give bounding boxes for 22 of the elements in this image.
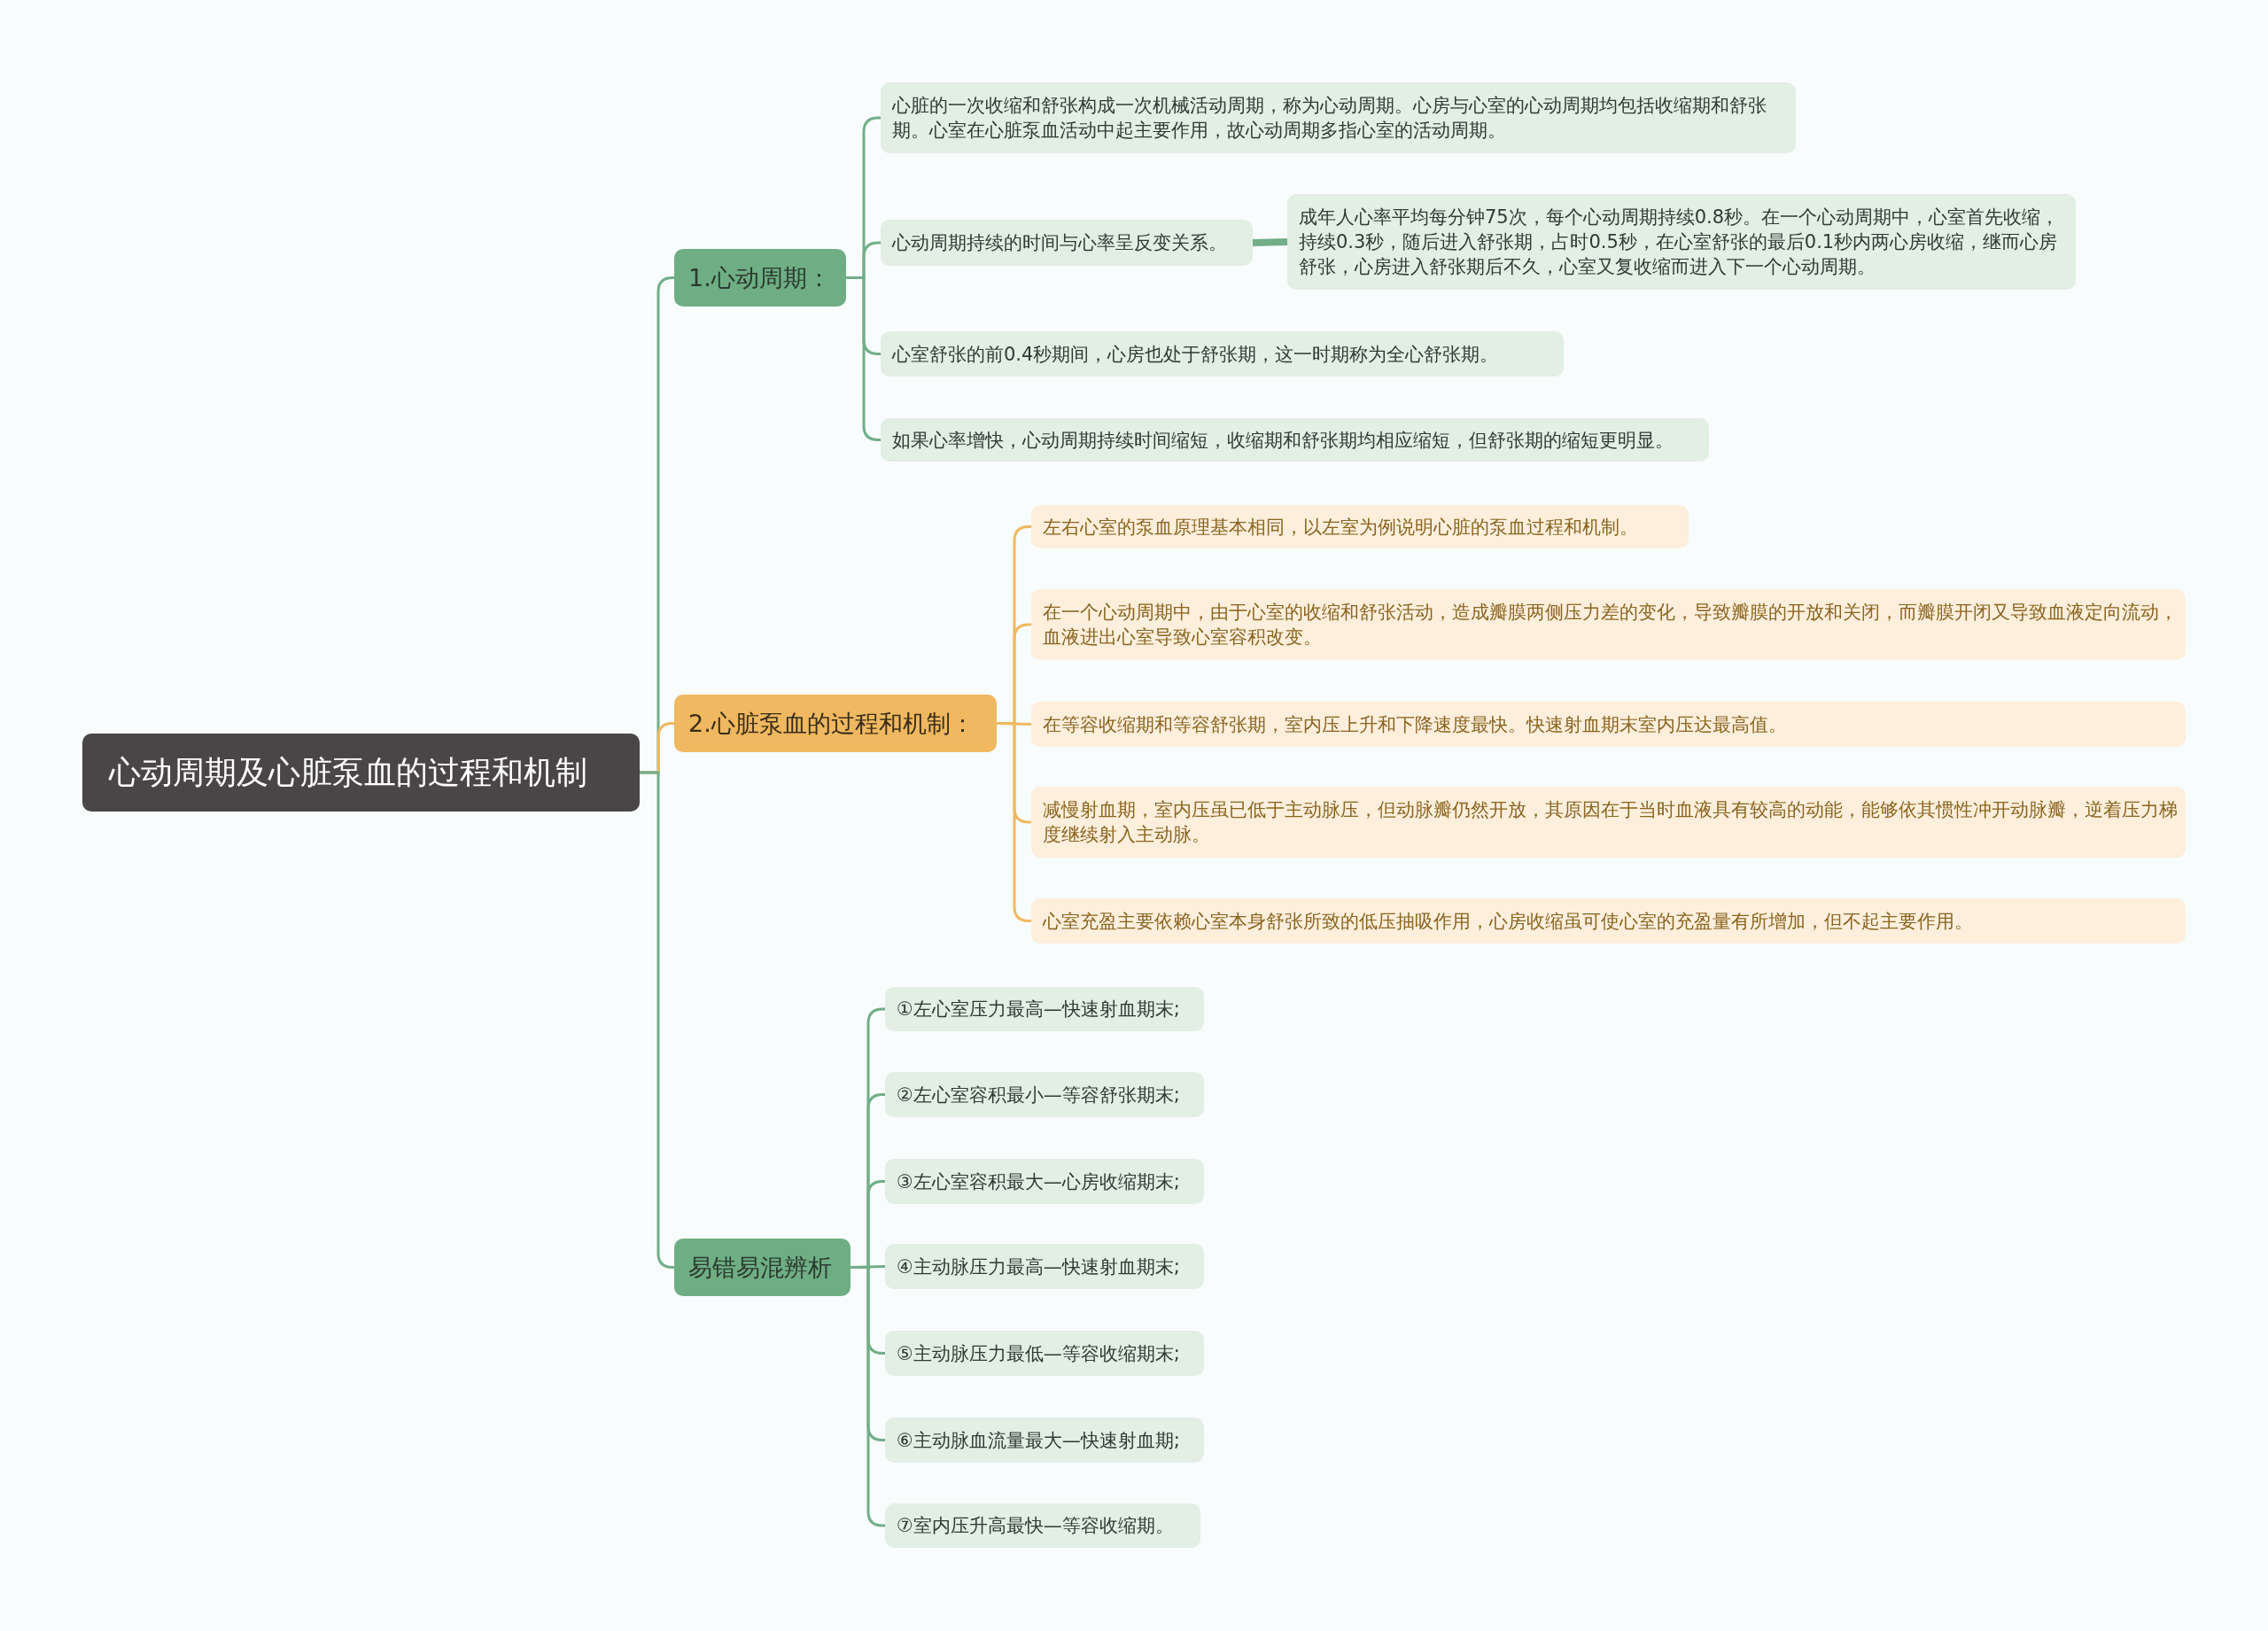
topic-box: 2.心脏泵血的过程和机制： bbox=[674, 695, 997, 752]
note-box: 左右心室的泵血原理基本相同，以左室为例说明心脏的泵血过程和机制。 bbox=[1031, 505, 1689, 548]
note-box: 心室舒张的前0.4秒期间，心房也处于舒张期，这一时期称为全心舒张期。 bbox=[881, 331, 1564, 377]
topic-box: 1.心动周期： bbox=[674, 249, 846, 307]
note-box: ②左心室容积最小—等容舒张期末; bbox=[885, 1072, 1204, 1117]
note-box: 在一个心动周期中，由于心室的收缩和舒张活动，造成瓣膜两侧压力差的变化，导致瓣膜的开放和关闭，而瓣膜开闭又导致血液定向流动，血液进出心室导致心室容积改变。 bbox=[1031, 589, 2186, 660]
connector-line bbox=[1252, 238, 1288, 246]
note-box: ⑥主动脉血流量最大—快速射血期; bbox=[885, 1417, 1204, 1463]
note-box: 成年人心率平均每分钟75次，每个心动周期持续0.8秒。在一个心动周期中，心室首先收缩，持续0.3秒，随后进入舒张期，占时0.5秒，在心室舒张的最后0.1秒内两心房收缩，继而心房舒张，心房进入舒张期后不久，心室又复收缩而进入下一个心动周期。 bbox=[1287, 194, 2076, 290]
topic-box: 易错易混辨析 bbox=[674, 1239, 850, 1296]
note-box: ④主动脉压力最高—快速射血期末; bbox=[885, 1244, 1204, 1289]
note-box: ⑤主动脉压力最低—等容收缩期末; bbox=[885, 1331, 1204, 1376]
note-box: 心动周期持续的时间与心率呈反变关系。 bbox=[881, 220, 1253, 266]
note-box: 减慢射血期，室内压虽已低于主动脉压，但动脉瓣仍然开放，其原因在于当时血液具有较高的动能，能够依其惯性冲开动脉瓣，逆着压力梯度继续射入主动脉。 bbox=[1031, 787, 2186, 858]
note-box: ①左心室压力最高—快速射血期末; bbox=[885, 987, 1204, 1031]
root-topic-box: 心动周期及心脏泵血的过程和机制 bbox=[82, 734, 640, 812]
note-box: 心脏的一次收缩和舒张构成一次机械活动周期，称为心动周期。心房与心室的心动周期均包括收缩期和舒张期。心室在心脏泵血活动中起主要作用，故心动周期多指心室的活动周期。 bbox=[881, 82, 1796, 153]
note-box: 如果心率增快，心动周期持续时间缩短，收缩期和舒张期均相应缩短，但舒张期的缩短更明显。 bbox=[881, 418, 1709, 462]
note-box: 心室充盈主要依赖心室本身舒张所致的低压抽吸作用，心房收缩虽可使心室的充盈量有所增加，但不起主要作用。 bbox=[1031, 898, 2186, 944]
note-box: ③左心室容积最大—心房收缩期末; bbox=[885, 1159, 1204, 1204]
note-box: ⑦室内压升高最快—等容收缩期。 bbox=[885, 1503, 1200, 1548]
note-box: 在等容收缩期和等容舒张期，室内压上升和下降速度最快。快速射血期末室内压达最高值。 bbox=[1031, 702, 2186, 747]
